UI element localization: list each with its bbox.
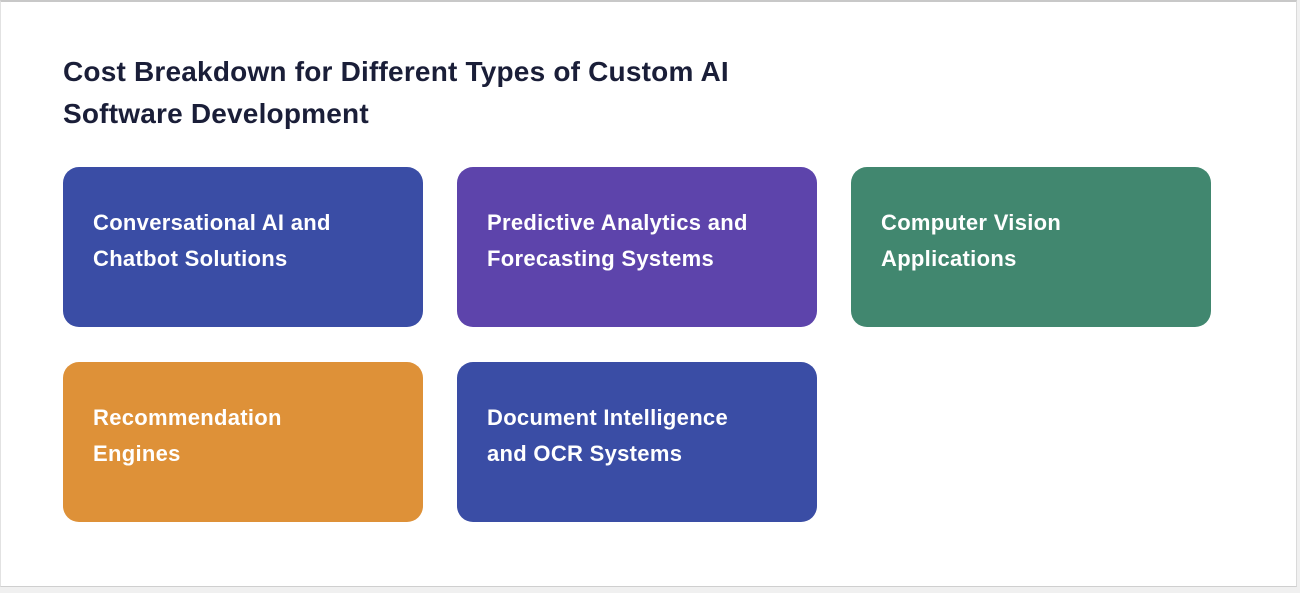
category-card-label-line: Forecasting Systems (487, 245, 715, 271)
category-card-label-line: Document Intelligence (487, 404, 729, 430)
category-card-label-line: Recommendation (93, 404, 282, 430)
category-card: Document Intelligence and OCR Systems (457, 362, 817, 522)
category-card-label-line: Applications (881, 245, 1017, 271)
category-card-label-line: Engines (93, 440, 181, 466)
category-card-label: Document Intelligence and OCR Systems (487, 400, 787, 472)
page-title: Cost Breakdown for Different Types of Cu… (63, 51, 883, 135)
category-card-label-line: Predictive Analytics and (487, 209, 748, 235)
page-title-line-1: Cost Breakdown for Different Types of Cu… (63, 56, 729, 87)
category-card-label-line: Chatbot Solutions (93, 245, 288, 271)
page-title-line-2: Software Development (63, 98, 369, 129)
category-card-label-line: Computer Vision (881, 209, 1062, 235)
category-card-label-line: and OCR Systems (487, 440, 683, 466)
category-card-label-line: Conversational AI and (93, 209, 331, 235)
